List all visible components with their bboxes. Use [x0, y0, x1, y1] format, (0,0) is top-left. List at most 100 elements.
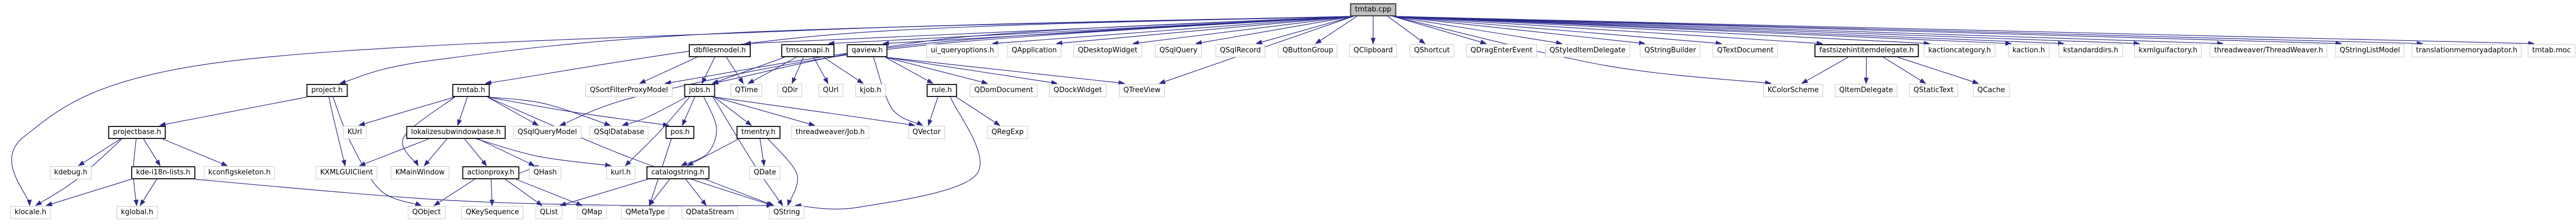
edge-tmtab-cpp--translationmemoryadaptor-h [1393, 16, 2424, 46]
edge-tmtab-cpp--kactioncategory-h [1393, 16, 1931, 46]
graph-node-tmentry-h[interactable]: tmentry.h [736, 126, 781, 139]
edge-kde-i18n-lists-h--kglobal-h [139, 179, 157, 207]
edge-tmscanapi-h--qdir [792, 57, 804, 84]
edge-project-h--qobject [332, 96, 422, 206]
edge-jobs-h--kurl-h [625, 96, 690, 167]
graph-node-qitemdelegate: QItemDelegate [1834, 84, 1898, 97]
edge-kde-i18n-lists-h--qstring [195, 179, 773, 208]
edge-tmtab-cpp--jobs-h [712, 16, 1354, 85]
graph-node-qstringlistmodel: QStringListModel [2335, 44, 2405, 57]
graph-node-qregexp: QRegExp [987, 126, 1028, 139]
graph-node-tmscanapi-h[interactable]: tmscanapi.h [781, 44, 835, 57]
edge-rule-h--qregexp [956, 96, 1000, 126]
edge-jobs-h--tmentry-h [714, 96, 752, 126]
graph-node-qsqlquerymodel: QSqlQueryModel [513, 126, 582, 139]
edge-tmentry-h--qdate [759, 138, 766, 167]
edge-tmscanapi-h--jobs-h [712, 57, 785, 84]
edge-tmtab-cpp--qstringbuilder [1393, 16, 1646, 46]
edge-actionproxy-h--qmap [516, 179, 583, 206]
graph-node-qdate: QDate [749, 166, 781, 179]
graph-node-qsortfilterproxymodel: QSortFilterProxyModel [585, 84, 672, 97]
edge-tmscanapi-h--kjob-h [823, 57, 864, 84]
edge-projectbase-h--kde-i18n-lists-h [143, 138, 161, 167]
graph-node-qstring: QString [769, 206, 805, 219]
edge-tmtab-h--qsqlquerymodel [487, 96, 539, 126]
edge-tmtab-cpp--ui-queryoptions-h [991, 16, 1354, 46]
graph-node-kxmlguiclient: KXMLGUIClient [316, 166, 378, 179]
graph-node-qdomdocument: QDomDocument [969, 84, 1038, 97]
graph-node-dbfilesmodel-h[interactable]: dbfilesmodel.h [689, 44, 751, 57]
graph-node-qdir: QDir [777, 84, 802, 97]
edge-tmtab-cpp--qtextdocument [1393, 16, 1722, 46]
graph-node-tmtab-h[interactable]: tmtab.h [452, 84, 490, 97]
edge-dbfilesmodel-h--jobs-h [701, 57, 715, 84]
graph-node-qvector: QVector [908, 126, 945, 139]
graph-node-klocale-h: klocale.h [10, 206, 51, 219]
graph-node-qhash: QHash [529, 166, 561, 179]
graph-node-jobs-h[interactable]: jobs.h [684, 84, 715, 97]
graph-node-fastsizehintitemdelegate-h[interactable]: fastsizehintitemdelegate.h [1814, 44, 1919, 57]
graph-node-qkeysequence: QKeySequence [461, 206, 523, 219]
graph-node-qdragenterevent: QDragEnterEvent [1466, 44, 1537, 57]
graph-node-rule-h[interactable]: rule.h [926, 84, 957, 97]
edge-jobs-h--pos-h [682, 96, 695, 126]
edge-fastsizehintitemdelegate-h--qcache [1898, 57, 1979, 84]
edge-tmtab-cpp--klocale-h [11, 16, 1354, 207]
edge-tmtab-cpp--kstandarddirs-h [1393, 16, 2065, 46]
graph-node-qbuttongroup: QButtonGroup [1278, 44, 1338, 57]
graph-node-qcache: QCache [1973, 84, 2010, 97]
edge-jobs-h--qstring [713, 96, 783, 207]
edge-catalogstring-h--qmetatype [648, 179, 670, 207]
edge-projectbase-h--kdebug-h [78, 138, 121, 166]
graph-node-projectbase-h[interactable]: projectbase.h [108, 126, 166, 139]
graph-node-kconfigskeleton-h: kconfigskeleton.h [203, 166, 275, 179]
edge-actionproxy-h--qkeysequence [489, 179, 495, 207]
graph-node-kde-i18n-lists-h[interactable]: kde-i18n-lists.h [131, 166, 195, 179]
graph-node-lokalizesubwindowbase-h[interactable]: lokalizesubwindowbase.h [406, 126, 506, 139]
edge-fastsizehintitemdelegate-h--qitemdelegate [1863, 57, 1869, 84]
graph-node-qdatastream: QDataStream [681, 206, 739, 219]
graph-node-actionproxy-h[interactable]: actionproxy.h [462, 166, 520, 179]
edge-fastsizehintitemdelegate-h--kcolorscheme [1801, 57, 1849, 84]
graph-node-qaview-h[interactable]: qaview.h [847, 44, 888, 57]
graph-node-tmtab-moc: tmtab.moc [2528, 44, 2575, 57]
graph-node-kurl-h: kurl.h [606, 166, 635, 179]
edge-tmscanapi-h--qtime [748, 57, 797, 84]
edge-jobs-h--qsqldatabase [621, 96, 687, 126]
edge-tmtab-h--kurl [358, 96, 455, 126]
graph-node-project-h[interactable]: project.h [306, 84, 348, 97]
graph-node-qlist: QList [535, 206, 563, 219]
graph-node-kcolorscheme: KColorScheme [1763, 84, 1824, 97]
graph-node-translationmemoryadaptor-h: translationmemoryadaptor.h [2411, 44, 2522, 57]
edge-tmtab-cpp--tmtab-moc [1393, 16, 2535, 46]
graph-node-catalogstring-h[interactable]: catalogstring.h [646, 166, 709, 179]
edge-lokalizesubwindowbase-h--actionproxy-h [464, 138, 487, 167]
edge-tmentry-h--qstring [768, 138, 798, 207]
graph-node-qsqlquery: QSqlQuery [1155, 44, 1202, 57]
edge-tmtab-cpp--fastsizehintitemdelegate-h [1393, 16, 1824, 46]
edge-lokalizesubwindowbase-h--qhash [478, 138, 535, 166]
graph-node-qtime: QTime [730, 84, 763, 97]
edge-tmtab-cpp--qdesktopwidget [1132, 16, 1354, 46]
edge-actionproxy-h--qlist [505, 179, 543, 206]
graph-node-pos-h[interactable]: pos.h [665, 126, 695, 139]
graph-node-qsqldatabase: QSqlDatabase [589, 126, 649, 139]
edge-rule-h--qstring [794, 96, 981, 210]
edge-tmtab-h--qsqldatabase [487, 96, 611, 126]
edge-tmtab-cpp--kaction-h [1393, 16, 2012, 46]
graph-node-qsqlrecord: QSqlRecord [1215, 44, 1265, 57]
edge-catalogstring-h--qdatastream [685, 179, 707, 207]
graph-node-qdesktopwidget: QDesktopWidget [1073, 44, 1142, 57]
edge-tmtab-h--qstring [487, 96, 773, 206]
edge-tmtab-h--kmainwindow [402, 96, 455, 167]
edge-qaview-h--rule-h [885, 57, 934, 84]
edge-tmtab-cpp--qapplication [1055, 16, 1354, 46]
edge-jobs-h--qvector [714, 96, 916, 127]
graph-node-qstatictext: QStaticText [1909, 84, 1958, 97]
graph-node-ui-queryoptions-h: ui_queryoptions.h [926, 44, 999, 57]
edge-project-h--kxmlguiclient [328, 96, 347, 167]
graph-node-kactioncategory-h: kactioncategory.h [1924, 44, 1996, 57]
graph-node-kdebug-h: kdebug.h [50, 166, 92, 179]
